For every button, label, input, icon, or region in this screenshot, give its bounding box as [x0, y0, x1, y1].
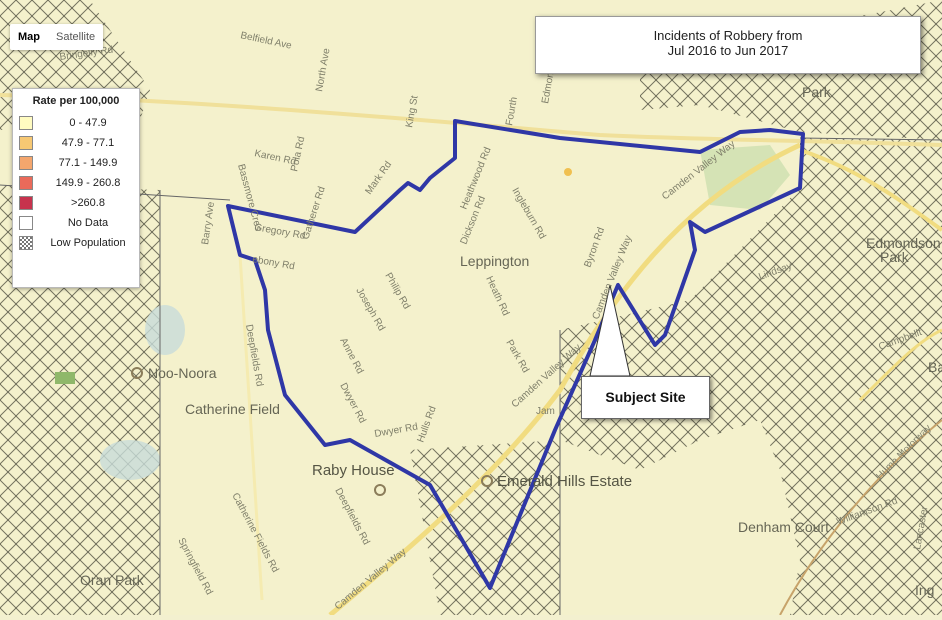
legend-item-label: 149.9 - 260.8: [55, 177, 121, 189]
place-label-emerald-hills: Emerald Hills Estate: [497, 473, 632, 490]
boundary-line: [799, 137, 942, 141]
legend-item: >260.8: [19, 193, 133, 213]
legend-swatch: [19, 216, 33, 230]
low-population-area-south: [410, 440, 560, 615]
rate-legend: Rate per 100,000 0 - 47.9 47.9 - 77.1 77…: [12, 88, 140, 288]
map-title-line2: Jul 2016 to Jun 2017: [667, 43, 789, 58]
map-title-box: Incidents of Robbery from Jul 2016 to Ju…: [535, 16, 921, 74]
legend-item-label: Low Population: [50, 237, 126, 249]
low-population-area-east: [560, 138, 942, 615]
legend-swatch: [19, 116, 33, 130]
subject-site-callout: Subject Site: [581, 376, 710, 419]
map-type-control: Map Satellite: [10, 24, 104, 50]
place-label-noo-noora: Noo-Noora: [148, 365, 217, 381]
legend-item: No Data: [19, 213, 133, 233]
road-deepfields: [238, 254, 264, 601]
legend-item: 0 - 47.9: [19, 113, 133, 133]
legend-item-label: 77.1 - 149.9: [58, 157, 118, 169]
legend-title: Rate per 100,000: [32, 95, 120, 107]
legend-item-label: >260.8: [71, 197, 105, 209]
legend-item: 149.9 - 260.8: [19, 173, 133, 193]
map-view-button[interactable]: Map: [18, 31, 40, 43]
low-population-area-west: [0, 185, 160, 615]
place-label-oran-park: Oran Park: [80, 572, 145, 588]
place-label-raby-house: Raby House: [312, 462, 395, 479]
water-area: [100, 440, 160, 480]
legend-swatch: [19, 156, 33, 170]
road-camden-valley-way: [328, 142, 802, 617]
place-label-denham-court: Denham Court: [738, 519, 829, 535]
legend-item: 77.1 - 149.9: [19, 153, 133, 173]
subject-area-boundary: [226, 119, 805, 590]
park-area-small: [55, 372, 75, 384]
place-label-catherine-field: Catherine Field: [185, 401, 280, 417]
place-marker-icon[interactable]: [131, 367, 143, 379]
road-camden-east: [799, 148, 942, 232]
map-title-line1: Incidents of Robbery from: [653, 28, 803, 43]
poi-marker-icon[interactable]: [564, 168, 572, 176]
place-label-ing: Ing: [915, 582, 934, 598]
road-bringelly: [0, 93, 942, 147]
road-label: Jam: [536, 406, 555, 417]
legend-item: 47.9 - 77.1: [19, 133, 133, 153]
place-label-leppington: Leppington: [460, 253, 529, 269]
satellite-view-button[interactable]: Satellite: [56, 31, 96, 43]
legend-item-label: 0 - 47.9: [69, 117, 107, 129]
place-label-ba: Ba: [928, 359, 942, 375]
road-campbelltown: [858, 328, 942, 402]
legend-swatch: [19, 176, 33, 190]
place-label-edmondson: Edmondson: [866, 235, 941, 251]
legend-item: Low Population: [19, 233, 133, 253]
place-label-park: Park: [880, 249, 910, 265]
legend-swatch: [19, 196, 33, 210]
legend-item-label: No Data: [67, 217, 109, 229]
place-label-park-north: Park: [802, 84, 832, 100]
water-area-2: [145, 305, 185, 355]
road-label: Fourth: [504, 96, 520, 126]
legend-item-label: 47.9 - 77.1: [61, 137, 115, 149]
low-population-pattern-icon: [19, 236, 33, 250]
legend-swatch: [19, 136, 33, 150]
place-marker-icon[interactable]: [481, 475, 493, 487]
place-marker-icon[interactable]: [374, 484, 386, 496]
road-hume: [779, 419, 942, 616]
